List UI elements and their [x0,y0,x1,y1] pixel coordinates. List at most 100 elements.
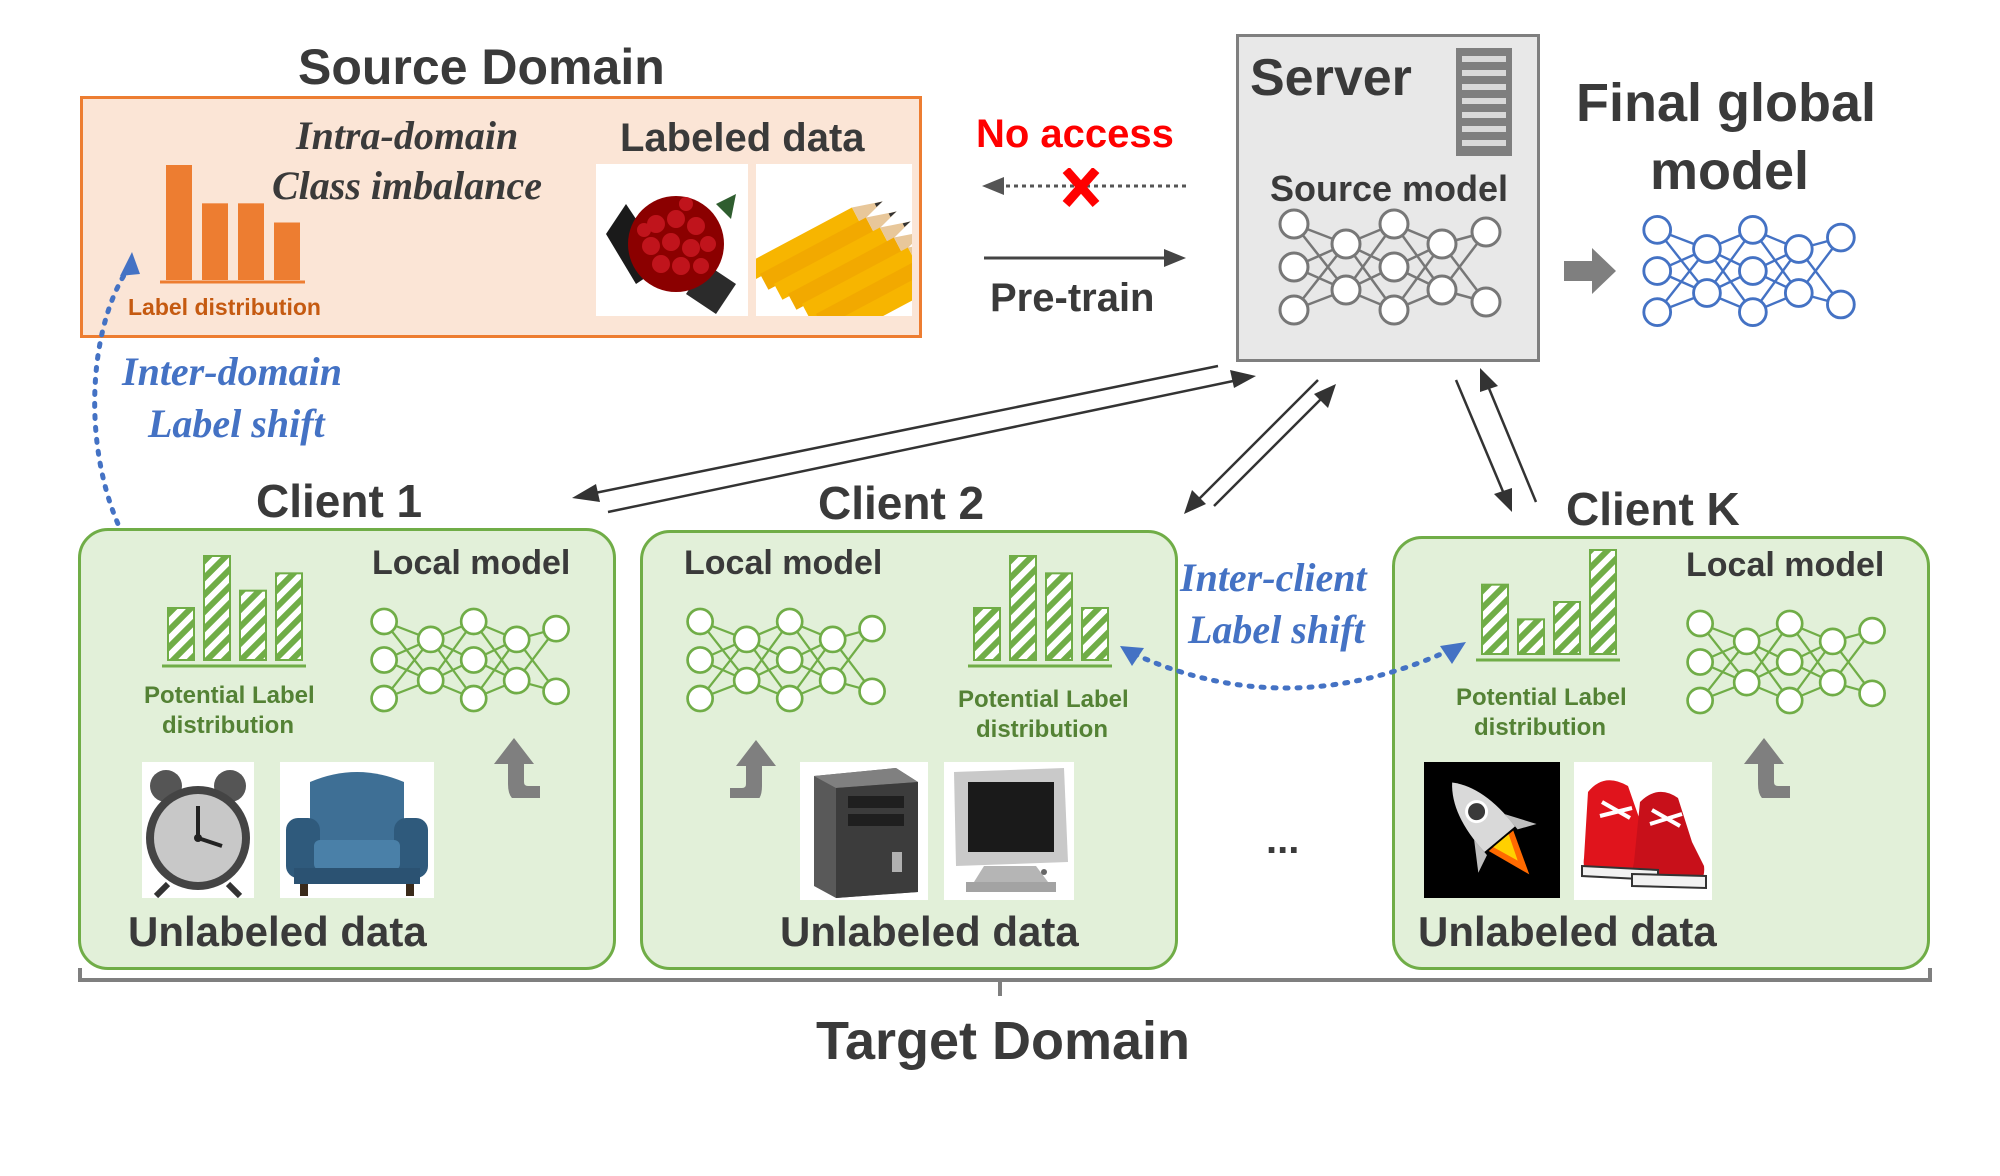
pretrain-arrow [984,249,1186,267]
client-hist-bar [1589,549,1617,655]
crt-monitor-image [944,762,1074,900]
client-hist-bar [167,607,195,661]
client-1-update-arrow [494,738,540,798]
ellipsis: ... [1266,818,1300,862]
client-2-potential-line1: Potential Label [958,686,1129,713]
client-k-unlabeled-label: Unlabeled data [1418,908,1717,955]
network-node [732,625,761,654]
network-node [1826,289,1856,320]
client-k-histogram [1476,549,1620,662]
network-node [1775,686,1804,715]
client-hist-bar [1045,572,1073,661]
network-node [686,646,715,674]
server-rack-icon [1456,48,1512,156]
client-hist-bar [275,572,303,661]
network-node [1378,208,1410,240]
network-node [1278,294,1310,326]
client-1-title: Client 1 [256,475,423,527]
client-k-potential-line2: distribution [1474,714,1606,741]
client-2-histogram [968,555,1112,668]
final-arrow-icon [1564,248,1616,294]
network-node [502,625,531,654]
source-model-label: Source model [1270,168,1509,209]
client-hist-bar [203,555,231,661]
network-node [370,684,399,713]
network-node [1378,251,1410,283]
target-domain-brace [78,968,1932,996]
network-node [1686,648,1715,676]
network-node [818,625,847,654]
network-node [1278,208,1310,240]
network-node [459,607,488,636]
network-node [416,625,445,654]
network-node [1732,668,1761,697]
network-node [459,684,488,713]
no-access-label: No access [976,112,1174,156]
network-node [459,646,488,674]
client-hist-bar [973,607,1001,661]
network-node [1426,228,1458,260]
source-hist-bar [202,203,228,280]
network-node [1378,294,1410,326]
network-node [775,607,804,636]
network-node [1783,234,1814,264]
client-k-title: Client K [1566,483,1740,535]
network-node [542,677,570,706]
client-2-unlabeled-label: Unlabeled data [780,908,1079,955]
inter-client-shift-label: Label shift [1188,607,1365,652]
client-hist-bar [1481,583,1509,656]
network-node [370,607,399,636]
client-k-local-model-label: Local model [1686,546,1885,584]
client-hist-bar [1009,555,1037,661]
network-node [1278,251,1310,283]
network-node [686,607,715,636]
client-k-network [1686,609,1886,715]
client-1-unlabeled-label: Unlabeled data [128,908,427,955]
network-node [416,666,445,695]
network-node [1642,256,1673,286]
network-node [1826,222,1856,253]
network-node [1858,616,1886,645]
network-node [1642,297,1673,327]
network-node [732,666,761,695]
network-node [1738,256,1768,286]
network-node [686,684,715,713]
client-1-network [370,607,570,713]
source-hist-bar [166,165,192,280]
class-imbalance-label: Class imbalance [272,163,543,208]
network-node [1738,215,1768,245]
client-1-potential-line1: Potential Label [144,682,315,709]
network-node [775,684,804,713]
inter-domain-label: Inter-domain [122,349,343,394]
network-node [502,666,531,695]
pretrain-label: Pre-train [990,276,1155,320]
inter-client-label: Inter-client [1180,555,1367,600]
rose-bouquet-image [596,164,748,316]
network-node [1775,648,1804,676]
client-hist-bar [1081,607,1109,661]
network-node [818,666,847,695]
labeled-data-title: Labeled data [620,116,865,160]
client-hist-bar [1553,601,1581,655]
sneakers-image [1574,762,1712,900]
final-global-model-line1: Final global [1576,73,1877,133]
client-1-local-model-label: Local model [372,544,571,582]
client-2-potential-line2: distribution [976,716,1108,743]
network-node [1732,627,1761,656]
source-model-network [1278,208,1502,326]
client-2-local-model-label: Local model [684,544,883,582]
no-access-arrow [982,168,1186,207]
rocket-image [1424,762,1560,898]
network-node [1692,278,1722,308]
network-node [1642,215,1673,245]
computer-tower-image [800,762,928,900]
network-node [858,677,886,706]
inter-client-arrow [1120,642,1466,691]
target-domain-label: Target Domain [816,1011,1191,1071]
client-k-potential-line1: Potential Label [1456,684,1627,711]
final-global-model-line2: model [1650,141,1810,201]
network-node [1692,234,1722,264]
label-distribution-caption: Label distribution [128,294,321,320]
